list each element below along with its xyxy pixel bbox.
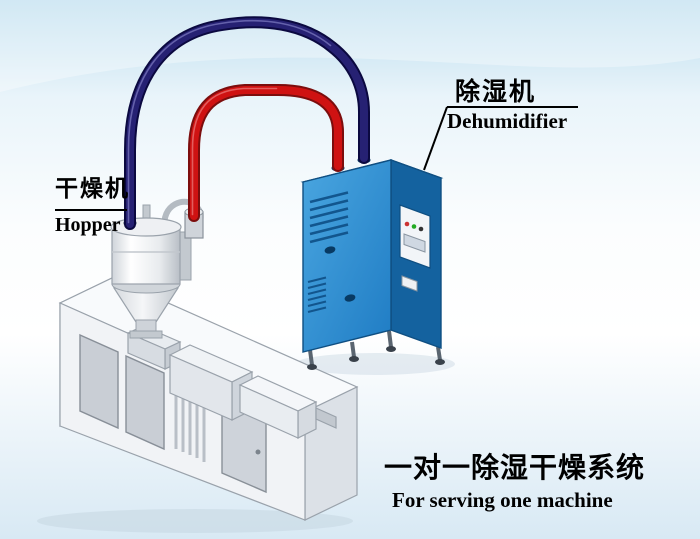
caster-leg	[350, 341, 356, 358]
vent-slat	[307, 282, 327, 289]
dry-air-pipe	[190, 86, 342, 220]
panel-display	[403, 233, 426, 253]
caster-wheel	[349, 356, 359, 362]
vent-slat	[309, 207, 349, 220]
door-handle	[255, 449, 261, 455]
vent-slat	[307, 276, 327, 283]
dehumidifier-unit	[300, 156, 445, 370]
dehumidifier-shadow	[295, 353, 455, 375]
dehumidifier-pointer-line	[423, 106, 448, 171]
caster-wheel	[435, 359, 445, 365]
hopper-label-cn: 干燥机	[55, 175, 130, 201]
vent-slat	[307, 294, 327, 301]
return-air-pipe-highlight	[127, 19, 332, 224]
throat-front	[127, 332, 166, 370]
cabinet-vent-upper	[309, 191, 349, 244]
caster-leg	[436, 346, 442, 361]
hopper-label: 干燥机 Hopper	[55, 175, 130, 236]
vent-slat	[309, 191, 349, 204]
cabinet-oval-opening	[344, 294, 356, 302]
caster-wheel	[386, 346, 396, 352]
return-air-pipe	[126, 18, 368, 228]
background-highlight	[0, 0, 700, 92]
caster-leg	[387, 330, 393, 348]
cabinet-front-face	[302, 159, 392, 353]
vent-slat	[309, 231, 349, 244]
control-panel	[399, 204, 431, 292]
vent-slat	[309, 215, 349, 228]
dehumidifier-casters	[307, 330, 445, 370]
dry-air-pipe-highlight	[191, 87, 278, 216]
vent-slat	[307, 288, 327, 295]
caster-leg	[308, 349, 314, 366]
die-front	[239, 384, 299, 439]
control-panel-plate	[399, 204, 431, 269]
air-pipes	[124, 16, 370, 230]
machine-door-right	[125, 354, 165, 451]
die-head-block	[238, 375, 337, 439]
cabinet-oval-opening	[324, 246, 336, 254]
vent-slat	[307, 300, 327, 307]
side-label-plate	[401, 275, 418, 292]
cabinet-vent-lower	[307, 276, 327, 313]
hopper-lid	[110, 217, 182, 237]
caster-wheel	[307, 364, 317, 370]
panel-button-green	[411, 224, 417, 229]
dehumidifier-label-en: Dehumidifier	[447, 109, 567, 133]
system-caption-cn: 一对一除湿干燥系统	[384, 451, 645, 483]
die-nozzle	[315, 407, 337, 429]
panel-button-dark	[418, 226, 424, 232]
dehumidifier-label-cn: 除湿机	[455, 77, 536, 106]
system-caption: 一对一除湿干燥系统 For serving one machine	[384, 451, 645, 512]
gearbox-front	[169, 354, 233, 421]
vent-slat	[309, 199, 349, 212]
vent-slat	[307, 306, 327, 313]
machine-shadow	[37, 509, 353, 533]
panel-button-red	[404, 221, 410, 227]
hopper-label-en: Hopper	[55, 214, 121, 236]
machine-door-left	[79, 333, 119, 430]
dehumidifier-label: 除湿机 Dehumidifier	[423, 77, 578, 171]
hopper-flange	[129, 330, 163, 339]
vent-slat	[309, 223, 349, 236]
system-caption-en: For serving one machine	[392, 488, 613, 512]
